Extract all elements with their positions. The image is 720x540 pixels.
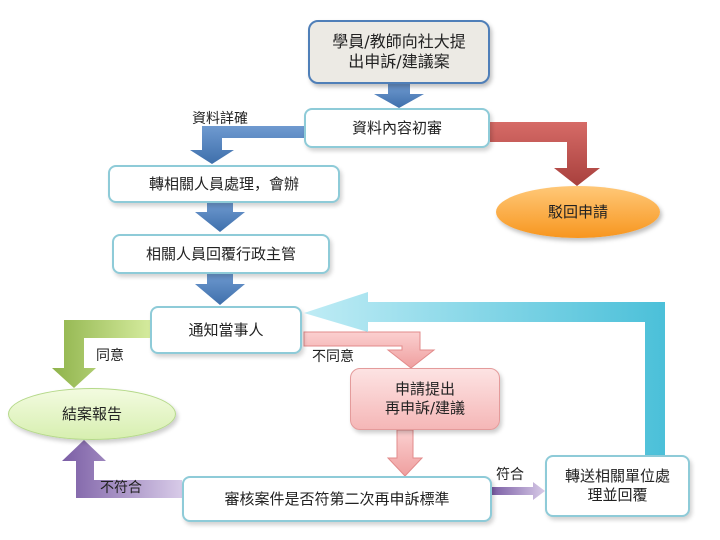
node-forward-handling: 轉相關人員處理，會辦 [108, 165, 340, 203]
node-close-report: 結案報告 [8, 388, 176, 440]
arrow-start-to-review [374, 84, 424, 108]
arrow-notify-to-reappeal [303, 331, 436, 369]
node-check-criteria: 審核案件是否符第二次再申訴標準 [182, 476, 492, 522]
label-meet: 符合 [496, 467, 524, 483]
node-transfer-unit: 轉送相關單位處 理並回覆 [545, 455, 690, 517]
arrow-check-to-close [62, 440, 182, 498]
label-not-meet: 不符合 [100, 480, 142, 496]
arrow-check-to-transfer [492, 482, 545, 500]
arrow-review-to-reject [490, 122, 600, 186]
node-reappeal: 申請提出 再申訴/建議 [350, 368, 500, 430]
arrow-review-to-forward [190, 126, 304, 164]
arrow-notify-to-close [52, 320, 152, 388]
label-data-correct: 資料詳確 [192, 111, 248, 127]
arrow-reply-to-notify [195, 273, 245, 305]
label-agree: 同意 [96, 348, 124, 364]
arrow-forward-to-reply [195, 202, 245, 232]
label-disagree: 不同意 [312, 349, 354, 365]
node-initial-review: 資料內容初審 [304, 108, 490, 148]
node-reject-application: 駁回申請 [496, 186, 660, 238]
arrow-reappeal-to-check [386, 429, 424, 477]
node-submit-case: 學員/教師向社大提 出申訴/建議案 [308, 20, 490, 84]
node-notify-party: 通知當事人 [150, 306, 302, 354]
arrow-transfer-to-notify [304, 292, 665, 455]
node-reply-supervisor: 相關人員回覆行政主管 [112, 234, 330, 274]
